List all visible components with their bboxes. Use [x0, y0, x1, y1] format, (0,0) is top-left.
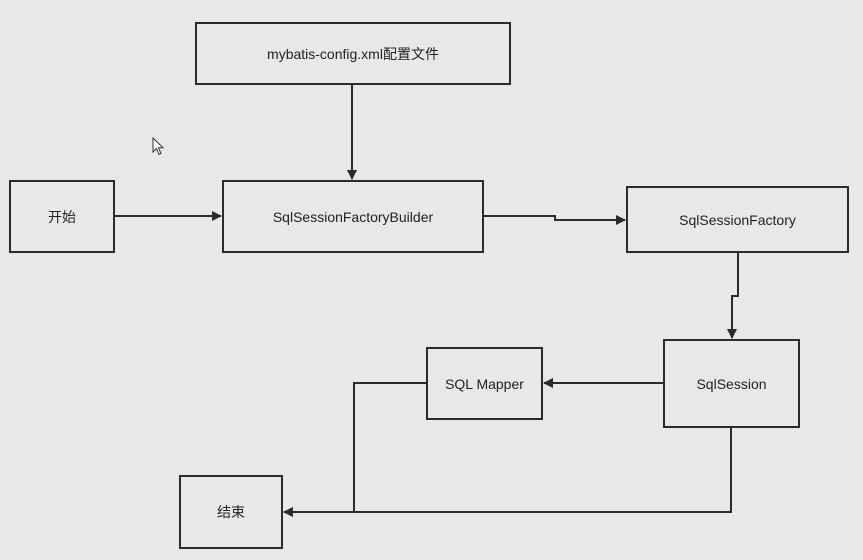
mapper-label: SQL Mapper: [445, 375, 524, 392]
edge-mapper-to-end: [283, 382, 426, 517]
builder-node: SqlSessionFactoryBuilder: [222, 180, 484, 253]
edge-builder-to-factory: [484, 215, 626, 225]
session-node: SqlSession: [663, 339, 800, 428]
edge-factory-to-session: [727, 253, 739, 339]
config-file-node: mybatis-config.xml配置文件: [195, 22, 511, 85]
mouse-pointer-icon: [152, 137, 165, 156]
start-node: 开始: [9, 180, 115, 253]
factory-label: SqlSessionFactory: [679, 211, 796, 228]
session-label: SqlSession: [696, 375, 767, 392]
end-node: 结束: [179, 475, 283, 549]
config-file-label: mybatis-config.xml配置文件: [267, 45, 439, 62]
end-label: 结束: [217, 504, 245, 520]
builder-label: SqlSessionFactoryBuilder: [272, 208, 434, 225]
factory-node: SqlSessionFactory: [626, 186, 849, 253]
mapper-node: SQL Mapper: [426, 347, 543, 420]
edge-session-to-end: [283, 428, 732, 517]
start-label: 开始: [48, 208, 76, 225]
